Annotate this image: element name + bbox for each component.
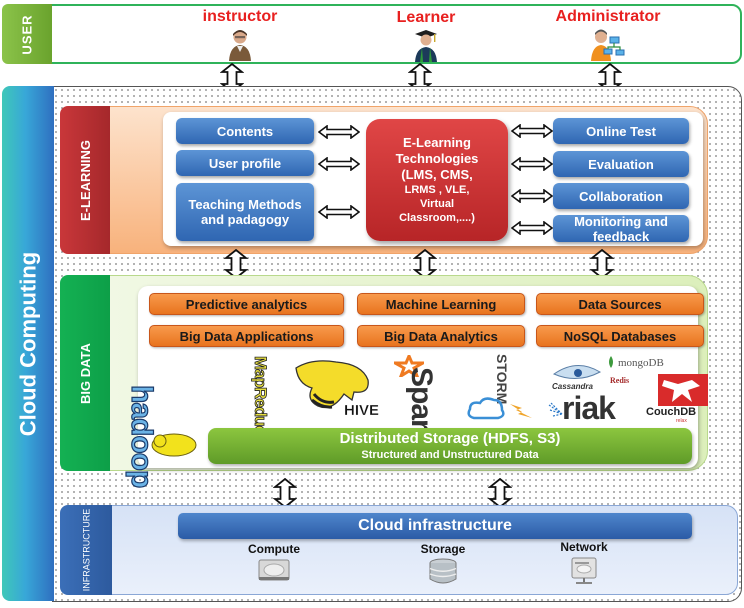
user-layer-tab: USER [2, 4, 52, 64]
double-arrow-horizontal [511, 124, 553, 138]
distributed-storage-bar[interactable]: Distributed Storage (HDFS, S3) Structure… [208, 428, 692, 464]
role-label: instructor [202, 8, 278, 25]
role-learner[interactable]: Learner [356, 9, 496, 63]
couchdb-tagline: relax [676, 418, 687, 424]
infra-item-compute[interactable]: Compute [234, 542, 314, 587]
mongodb-leaf-icon [609, 356, 613, 368]
double-arrow-vertical [488, 478, 512, 508]
infrastructure-label: INFRASTRUCTURE [81, 508, 91, 592]
elearning-item-contents[interactable]: Contents [176, 118, 314, 144]
cloud-infrastructure-bar[interactable]: Cloud infrastructure [178, 513, 692, 539]
bigdata-item-big-data-applications[interactable]: Big Data Applications [149, 325, 344, 347]
hive-wordmark: HIVE [344, 402, 380, 419]
hadoop-elephant-icon [151, 433, 197, 457]
role-instructor[interactable]: instructor [170, 8, 310, 62]
elearning-tech-list: LRMS , VLE, [404, 184, 470, 196]
double-arrow-horizontal [318, 205, 360, 219]
bigdata-item-nosql-databases[interactable]: NoSQL Databases [536, 325, 704, 347]
elearning-tech-title: E-Learning [403, 135, 471, 150]
distributed-storage-subtitle: Structured and Unstructured Data [361, 449, 539, 461]
infra-item-label: Compute [248, 542, 300, 556]
spark-star-icon [394, 355, 424, 377]
elearning-tech-title: Technologies [395, 151, 479, 166]
role-label: Learner [396, 9, 456, 26]
couchdb-couch-icon [658, 374, 708, 406]
graduate-learner-icon [413, 29, 439, 63]
double-arrow-horizontal [318, 125, 360, 139]
storm-cloud-lightning-icon [467, 397, 532, 420]
elearning-tab: E-LEARNING [60, 106, 110, 254]
hadoop-logo: hadoop [124, 355, 212, 488]
cassandra-eye-icon [552, 365, 602, 379]
spark-logo: Spark [392, 353, 442, 445]
administrator-network-icon [590, 28, 626, 62]
elearning-technologies-box[interactable]: E-Learning Technologies (LMS, CMS, LRMS … [366, 119, 508, 241]
distributed-storage-title: Distributed Storage (HDFS, S3) [339, 430, 561, 447]
bigdata-item-big-data-analytics[interactable]: Big Data Analytics [357, 325, 525, 347]
double-arrow-horizontal [318, 157, 360, 171]
elearning-tech-list: (LMS, CMS, [401, 167, 473, 182]
riak-wordmark: riak [562, 390, 616, 426]
user-layer-label: USER [19, 13, 35, 55]
elearning-item-teaching-methods[interactable]: Teaching Methods and padagogy [176, 183, 314, 241]
hive-bee-icon [295, 360, 369, 409]
elearning-item-monitoring[interactable]: Monitoring and feedback [553, 214, 689, 244]
double-arrow-horizontal [511, 157, 553, 171]
hive-logo: HIVE [292, 358, 392, 422]
elearning-tech-list: Virtual [419, 198, 455, 210]
double-arrow-vertical [273, 478, 297, 508]
role-administrator[interactable]: Administrator [538, 8, 678, 62]
database-icon [429, 558, 457, 584]
cloud-computing-label: Cloud Computing [15, 251, 41, 436]
mongodb-wordmark: mongoDB [618, 357, 664, 369]
infrastructure-tab: INFRASTRUCTURE [60, 505, 112, 595]
bigdata-item-machine-learning[interactable]: Machine Learning [357, 293, 525, 315]
network-drive-icon [571, 557, 597, 584]
infra-item-label: Network [560, 540, 608, 554]
elearning-tech-list: Classroom,....) [399, 212, 475, 224]
nosql-logos: Cassandra mongoDB Redis riak CouchDB rel… [548, 356, 708, 426]
infra-item-storage[interactable]: Storage [403, 542, 483, 589]
redis-wordmark: Redis [610, 376, 630, 385]
hard-drive-icon [258, 559, 290, 581]
user-layer [46, 4, 742, 64]
instructor-icon [227, 28, 253, 62]
mapreduce-logo: MapReduce [240, 356, 276, 443]
cloud-computing-tab: Cloud Computing [2, 86, 54, 601]
couchdb-wordmark: CouchDB [646, 406, 697, 418]
hadoop-wordmark: hadoop [124, 384, 158, 488]
elearning-item-online-test[interactable]: Online Test [553, 118, 689, 144]
elearning-label: E-LEARNING [77, 139, 93, 221]
role-label: Administrator [555, 8, 661, 25]
double-arrow-horizontal [511, 221, 553, 235]
elearning-item-user-profile[interactable]: User profile [176, 150, 314, 176]
storm-logo: STORM [466, 354, 540, 424]
double-arrow-horizontal [511, 189, 553, 203]
bigdata-label: BIG DATA [77, 342, 93, 404]
bigdata-item-data-sources[interactable]: Data Sources [536, 293, 704, 315]
infra-item-label: Storage [420, 542, 466, 556]
elearning-item-collaboration[interactable]: Collaboration [553, 183, 689, 209]
infra-item-network[interactable]: Network [544, 540, 624, 591]
elearning-item-evaluation[interactable]: Evaluation [553, 151, 689, 177]
bigdata-tab: BIG DATA [60, 275, 110, 471]
riak-burst-icon [548, 402, 563, 417]
cassandra-wordmark: Cassandra [552, 382, 593, 391]
bigdata-item-predictive-analytics[interactable]: Predictive analytics [149, 293, 344, 315]
